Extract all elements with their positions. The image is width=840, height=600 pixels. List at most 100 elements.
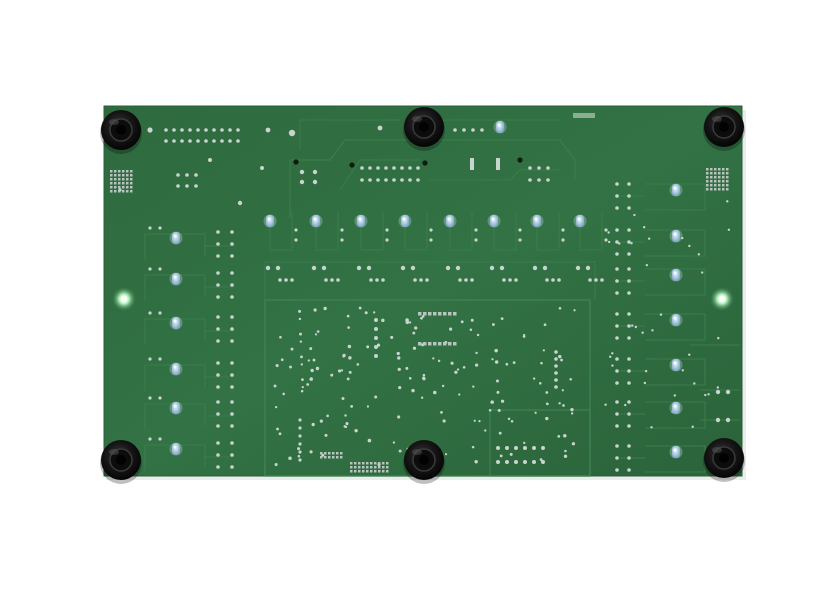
pad xyxy=(444,453,448,456)
pad xyxy=(381,318,385,323)
pad xyxy=(704,393,707,397)
pad xyxy=(279,335,282,339)
pad xyxy=(275,265,281,271)
pad xyxy=(422,373,426,377)
grid-pad xyxy=(722,176,725,179)
pad xyxy=(400,265,406,271)
pad xyxy=(148,357,152,361)
grid-pad xyxy=(710,168,713,171)
led-body xyxy=(172,363,180,375)
grid-pad xyxy=(354,470,357,473)
pad xyxy=(350,405,354,408)
led-highlight xyxy=(534,217,538,221)
pad xyxy=(615,357,619,361)
pad xyxy=(618,242,621,245)
pad xyxy=(554,364,558,368)
grid-pad xyxy=(386,462,389,465)
pad xyxy=(627,312,631,316)
led-left xyxy=(169,231,183,245)
pad xyxy=(228,128,232,132)
pad xyxy=(347,326,350,329)
grid-pad xyxy=(726,188,729,191)
pad xyxy=(412,346,417,350)
grid-pad xyxy=(362,466,365,469)
pad xyxy=(273,384,277,388)
trace xyxy=(430,169,560,181)
grid-pad xyxy=(118,178,121,181)
led-body xyxy=(172,317,180,329)
pad xyxy=(194,173,198,177)
pad xyxy=(573,309,576,312)
grid-pad xyxy=(418,342,422,346)
pad xyxy=(298,434,302,438)
pad xyxy=(298,317,302,321)
pad xyxy=(505,460,509,464)
grid-pad xyxy=(358,470,361,473)
pad xyxy=(615,291,619,295)
pad xyxy=(570,407,574,412)
pad xyxy=(627,182,631,186)
led-left xyxy=(169,401,183,415)
led-highlight xyxy=(673,404,677,408)
led-highlight xyxy=(358,217,362,221)
pad xyxy=(681,236,684,240)
grid-pad xyxy=(118,186,121,189)
pad xyxy=(216,361,220,365)
grid-pad xyxy=(110,182,113,185)
pad xyxy=(523,446,527,450)
pad xyxy=(562,404,565,407)
led-left xyxy=(169,362,183,376)
led-top xyxy=(530,214,544,228)
pad xyxy=(368,166,372,170)
pad xyxy=(212,139,216,143)
pad xyxy=(368,178,372,182)
pad xyxy=(326,414,329,418)
smd-row xyxy=(418,342,457,346)
pad xyxy=(374,354,378,358)
pad xyxy=(315,366,320,371)
led-highlight xyxy=(313,217,317,221)
pad xyxy=(688,353,691,356)
grid-pad xyxy=(714,168,717,171)
pad xyxy=(392,178,396,182)
grid-pad xyxy=(130,178,133,181)
grid-pad xyxy=(714,180,717,183)
pad xyxy=(478,420,481,423)
grid-pad xyxy=(710,188,713,191)
smd-row xyxy=(418,312,457,316)
pad xyxy=(416,166,420,170)
grid-pad xyxy=(726,176,729,179)
pad xyxy=(627,206,631,210)
rubber-foot xyxy=(703,107,745,151)
pad xyxy=(265,265,271,271)
led-top xyxy=(487,214,501,228)
pad xyxy=(528,178,532,182)
grid-pad xyxy=(706,180,709,183)
pad xyxy=(726,200,729,203)
grid-pad xyxy=(126,170,129,173)
pad xyxy=(337,369,342,373)
pad xyxy=(323,306,327,311)
grid-pad xyxy=(370,466,373,469)
led-top xyxy=(309,214,323,228)
grid-pad xyxy=(443,312,447,316)
pad xyxy=(366,265,372,271)
pad xyxy=(627,456,631,460)
pad xyxy=(445,265,451,271)
pad xyxy=(514,278,518,282)
led-highlight xyxy=(402,217,406,221)
pad xyxy=(545,416,549,421)
led-highlight xyxy=(673,448,677,452)
pad xyxy=(600,278,604,282)
pad xyxy=(158,357,162,361)
pad xyxy=(496,460,500,464)
pad xyxy=(472,385,475,388)
pad xyxy=(330,278,334,282)
grid-pad xyxy=(110,170,113,173)
led-highlight xyxy=(577,217,581,221)
pad xyxy=(528,166,532,170)
led-body xyxy=(672,269,680,281)
pad xyxy=(615,456,619,460)
foot-hole xyxy=(116,455,126,465)
pad xyxy=(498,431,502,435)
